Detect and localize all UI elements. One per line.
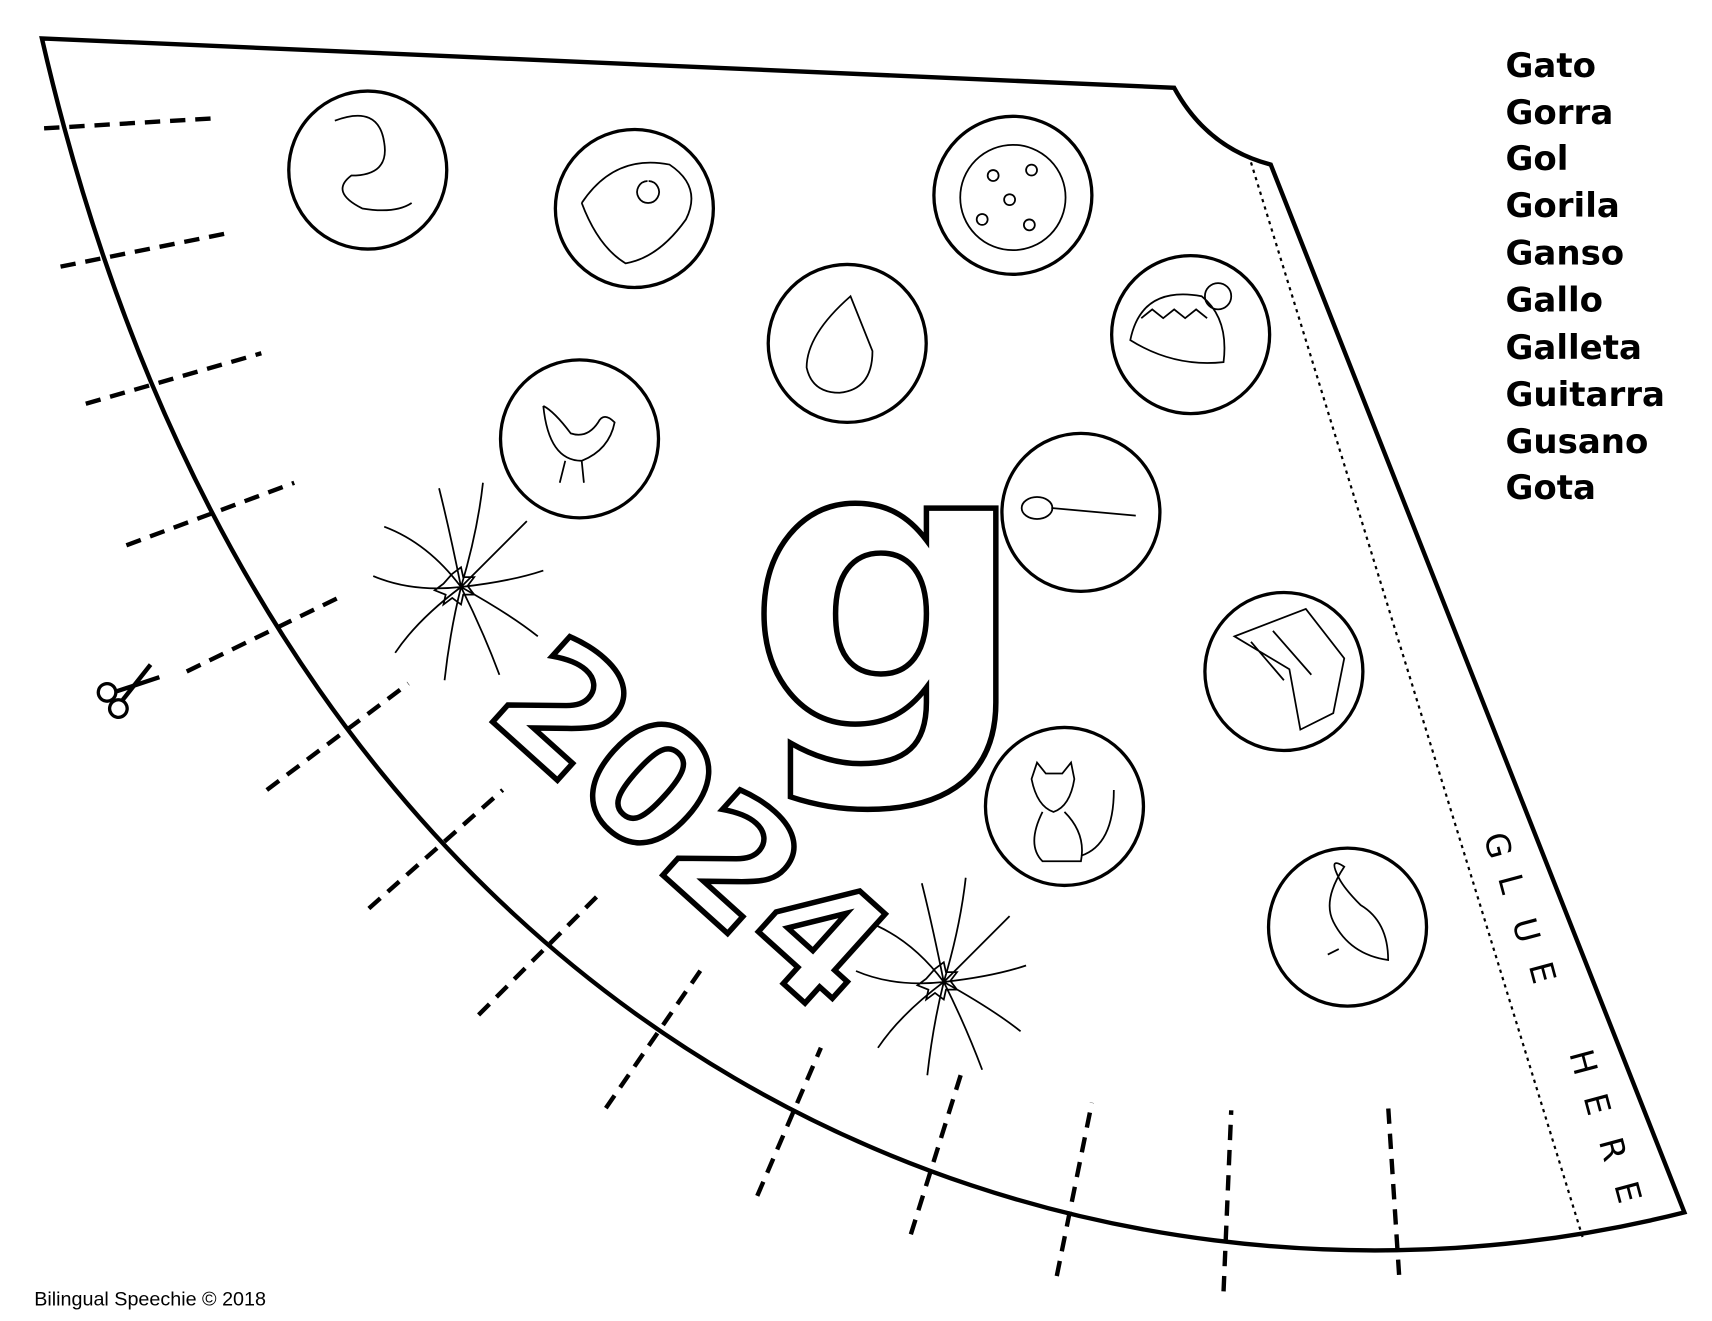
worm-icon: [287, 89, 449, 251]
word-item: Ganso: [1506, 233, 1625, 273]
word-item: Gol: [1506, 139, 1569, 179]
footer-credit: Bilingual Speechie © 2018: [34, 1289, 266, 1311]
cat-icon: [983, 725, 1146, 888]
rooster-icon: [498, 358, 661, 520]
goal-icon: [1203, 590, 1365, 753]
word-item: Galleta: [1506, 328, 1642, 368]
word-item: Gorra: [1506, 93, 1614, 133]
word-item: Gota: [1506, 468, 1596, 508]
hat-icon: [1109, 253, 1272, 416]
word-item: Gusano: [1506, 422, 1649, 462]
gorilla-icon: [553, 127, 716, 290]
fireworks-icon: [372, 482, 544, 681]
scissors-icon: [96, 663, 161, 719]
word-item: Gorila: [1506, 186, 1620, 226]
center-letter: g: [746, 358, 1029, 818]
drop-icon: [766, 262, 928, 425]
glue-fold-line: [1249, 162, 1585, 1241]
word-list: Gato Gorra Gol Gorila Ganso Gallo Gallet…: [1506, 46, 1665, 508]
cookie-icon: [932, 114, 1094, 276]
guitar-icon: [1000, 431, 1162, 594]
word-item: Gallo: [1506, 281, 1604, 321]
word-item: Guitarra: [1506, 375, 1665, 415]
cut-lines: [43, 116, 1402, 1292]
swan-icon: [1266, 846, 1429, 1008]
word-item: Gato: [1506, 46, 1596, 86]
